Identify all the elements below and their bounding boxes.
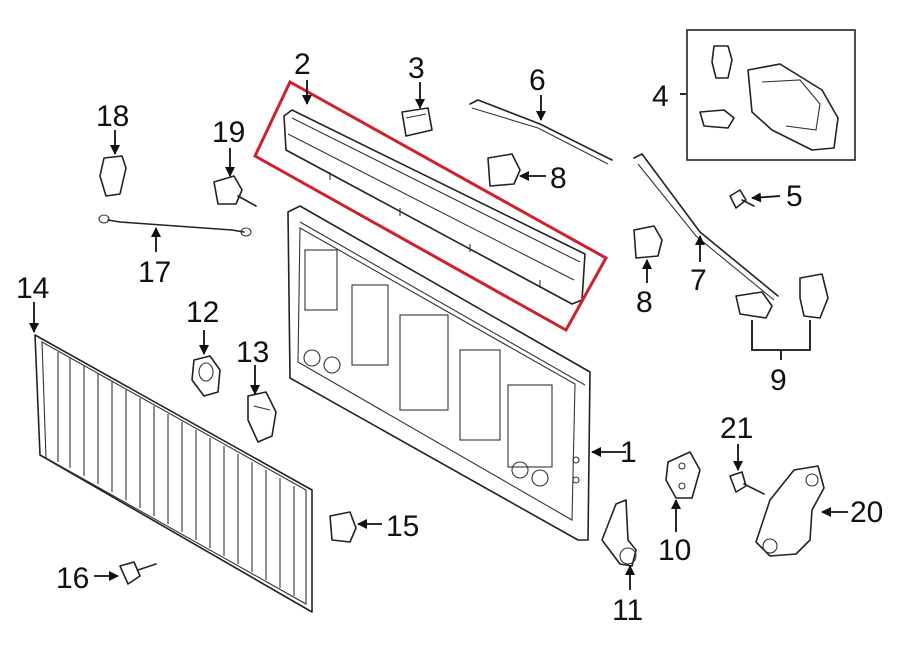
callout-19: 19	[212, 116, 245, 149]
hinge-cover-part-20	[755, 465, 825, 557]
clip-part-3	[401, 107, 433, 137]
callout-10: 10	[658, 534, 691, 567]
callout-13: 13	[236, 336, 269, 369]
cable-part-17	[98, 214, 252, 237]
bolt-part-5	[729, 189, 755, 209]
callout-16: 16	[56, 562, 89, 595]
tailgate-top-cap	[283, 109, 586, 305]
bracket-part-13	[247, 391, 277, 443]
callout-9: 9	[770, 364, 787, 397]
callout-17: 17	[138, 256, 171, 289]
callout-6: 6	[529, 64, 546, 97]
callout-11: 11	[612, 594, 643, 627]
bumper-part-8-lower	[633, 225, 663, 259]
lock-assembly	[699, 45, 839, 151]
callout-8-lower: 8	[636, 286, 653, 319]
callout-12: 12	[186, 296, 219, 329]
latch-clip-part-18	[99, 155, 127, 197]
callout-14: 14	[16, 272, 49, 305]
hinge-plate-part-10	[665, 451, 701, 499]
callout-3: 3	[408, 52, 425, 85]
leader-lines	[29, 80, 848, 590]
bolt-part-16	[119, 561, 157, 585]
inner-tailgate-panel	[287, 205, 591, 541]
grommet-part-12	[191, 355, 221, 397]
callout-21: 21	[720, 412, 753, 445]
callout-8-upper: 8	[550, 162, 567, 195]
callout-4: 4	[652, 80, 669, 113]
callout-15: 15	[386, 510, 419, 543]
hinge-bracket-part-11	[601, 499, 637, 567]
callout-1: 1	[620, 436, 637, 469]
clips-part-9	[735, 273, 829, 319]
bumper-part-15	[329, 511, 357, 543]
callout-18: 18	[96, 100, 129, 133]
callout-5: 5	[786, 180, 803, 213]
striker-part-19	[213, 175, 257, 207]
bumper-part-8-upper	[487, 153, 521, 187]
callout-2: 2	[294, 48, 311, 81]
callout-20: 20	[850, 496, 883, 529]
callout-7: 7	[690, 264, 707, 297]
rod-part-6	[469, 99, 613, 165]
lock-assembly-box	[686, 29, 856, 161]
outer-tailgate-panel	[34, 334, 313, 613]
bolt-part-21	[729, 471, 765, 495]
highlight-box	[253, 79, 609, 333]
